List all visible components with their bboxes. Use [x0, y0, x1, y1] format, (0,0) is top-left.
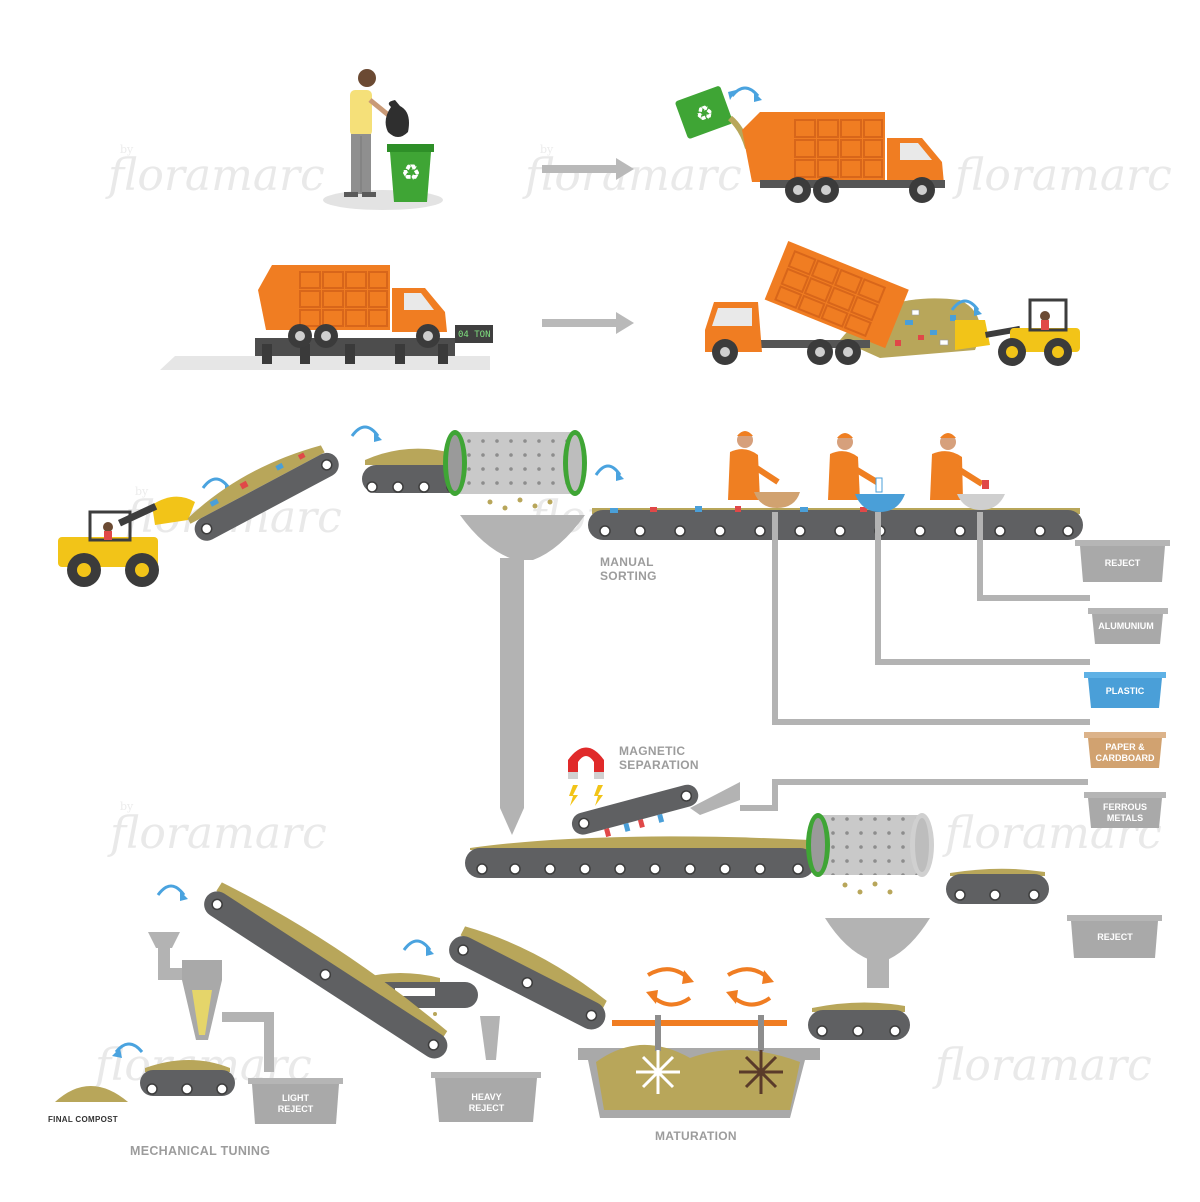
svg-text:♻: ♻ [401, 161, 421, 186]
rotate-arrow-icon [156, 884, 188, 901]
bin-label-reject-top: REJECT [1104, 558, 1141, 568]
garbage-truck-collecting: ♻ [675, 86, 945, 203]
watermark-prefix: by [135, 485, 149, 498]
hopper-funnel-1 [460, 515, 585, 835]
wheel-loader [955, 298, 1080, 366]
sorting-worker-3 [930, 433, 1005, 510]
turning-arrows-icon [646, 967, 772, 1007]
paper-cardboard-bin [1084, 732, 1166, 768]
manual-sorting-conveyor [588, 506, 1083, 540]
reject-bin-mid [1067, 915, 1162, 958]
heavy-reject-chute [480, 1016, 500, 1060]
process-arrow [542, 158, 634, 180]
turning-arrowheads [646, 970, 774, 1004]
ferrous-metals-bin [1084, 792, 1166, 828]
process-arrow [542, 312, 634, 334]
heavy-reject-bin [431, 1072, 541, 1122]
rotate-arrow-icon [112, 1042, 144, 1058]
sorting-chutes [740, 512, 1090, 811]
watermark-prefix: by [120, 143, 134, 156]
aluminium-bin [1088, 608, 1168, 644]
magnet-icon [568, 747, 604, 806]
magnetic-separator-conveyor [571, 782, 740, 838]
bin-label-aluminium: ALUMUNIUM [1098, 621, 1154, 631]
final-compost-pile [55, 1086, 128, 1102]
trommel-screen-1 [443, 430, 587, 511]
long-inclined-conveyor [204, 882, 448, 1059]
wheel-loader-feeding [58, 496, 195, 587]
scale-readout: 04 TON [458, 330, 491, 340]
bin-label-ferrous-metals: FERROUS METALS [1102, 802, 1147, 823]
trommel-screen-2 [806, 813, 934, 895]
sorting-worker-1 [728, 431, 800, 508]
final-conveyor [140, 1060, 235, 1096]
watermark-prefix: by [120, 800, 134, 813]
plastic-bin [1084, 672, 1166, 708]
cyclone-separator [148, 932, 274, 1072]
bin-label-paper-cardboard: PAPER & CARDBOARD [1095, 742, 1155, 763]
maturation-feed-conveyor [808, 1002, 910, 1040]
rotate-arrow-icon [950, 299, 982, 316]
bin-label-light-reject: LIGHT REJECT [277, 1093, 314, 1114]
reject-bin-top [1075, 540, 1170, 582]
label-final-compost: FINAL COMPOST [48, 1115, 118, 1124]
watermark-prefix: by [540, 143, 554, 156]
reject-conveyor-small [946, 868, 1049, 904]
bin-label-reject-mid: REJECT [1097, 932, 1133, 942]
main-conveyor [465, 836, 815, 878]
feed-conveyor [362, 448, 467, 493]
inclined-conveyor-1 [187, 445, 339, 541]
tipping-garbage-truck [705, 241, 980, 365]
bin-label-plastic: PLASTIC [1105, 686, 1145, 696]
rotate-arrow-icon [728, 86, 762, 102]
rotate-arrow-icon [402, 939, 434, 956]
label-magnetic-separation: MAGNETIC SEPARATION [619, 744, 699, 772]
label-mechanical-tuning: MECHANICAL TUNING [130, 1144, 271, 1158]
light-reject-bin [248, 1078, 343, 1124]
sorting-worker-2 [828, 433, 905, 512]
maturation-tank [578, 1015, 820, 1118]
bin-label-heavy-reject: HEAVY REJECT [468, 1092, 505, 1113]
truck-on-weighbridge [160, 265, 493, 370]
rotate-arrow-icon [350, 425, 382, 442]
label-maturation: MATURATION [655, 1129, 737, 1143]
label-manual-sorting: MANUAL SORTING [600, 555, 657, 583]
inclined-conveyor-2 [449, 926, 607, 1030]
green-recycling-bin: ♻ [387, 144, 434, 202]
rotate-arrow-icon [594, 464, 624, 481]
hopper-funnel-2 [825, 918, 930, 988]
